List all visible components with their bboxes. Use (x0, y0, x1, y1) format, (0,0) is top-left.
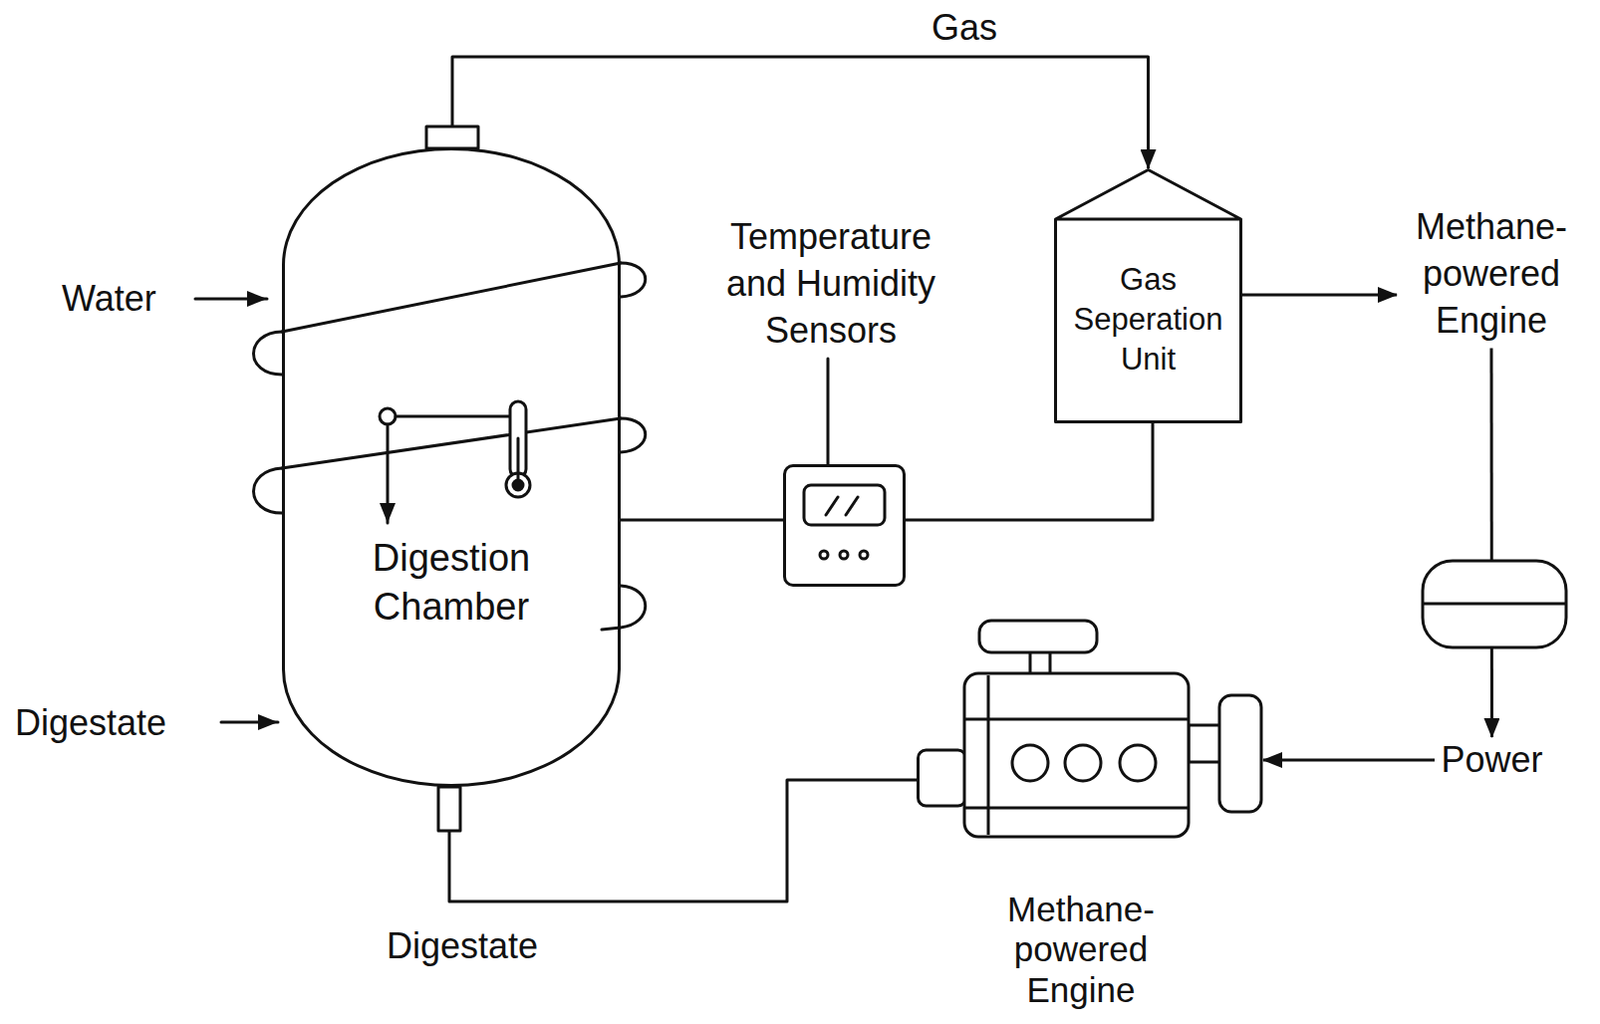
engine-intake (918, 750, 967, 806)
part-label: Digestate (14, 701, 167, 745)
pipe-line (620, 519, 784, 523)
engine-cylinder (1012, 745, 1049, 782)
engine-cylinder (1065, 745, 1101, 782)
probe-arrow (386, 424, 390, 524)
engine-cap (979, 620, 1097, 653)
edge-label: Gas (927, 5, 1002, 49)
node-label: Methane-powered Engine (981, 889, 1181, 1011)
part-label: Digestate (386, 924, 538, 968)
pipe-line (449, 780, 917, 902)
thermometer-column (517, 438, 521, 486)
separation-unit: Gas Seperation Unit (1054, 168, 1243, 424)
engine-shaft (1188, 725, 1222, 763)
engine-stem (1030, 650, 1051, 676)
digestion-tank: Digestion Chamber (281, 147, 621, 788)
node-label: Power (1434, 737, 1550, 785)
part-label: Water (61, 276, 157, 320)
flow-arrow (1490, 347, 1495, 738)
flow-arrow (452, 56, 1149, 169)
coil-loop (254, 468, 283, 514)
bottom-nozzle (438, 787, 461, 831)
node-label: Temperature and Humidity Sensors (706, 214, 956, 354)
screen-marks (825, 497, 858, 516)
digestate-arrow (221, 721, 278, 725)
power-unit-line (1422, 602, 1567, 606)
engine-cylinder (1119, 745, 1156, 782)
probe-wire (395, 415, 512, 419)
pipe-line (905, 423, 1153, 521)
coil-loop (620, 263, 646, 297)
flow-arrow (1242, 293, 1397, 297)
sensor-button (859, 550, 868, 559)
text-node: Power (1434, 737, 1550, 785)
coil-pipe (281, 418, 621, 469)
flow-arrow (1263, 759, 1435, 763)
water-arrow (195, 297, 267, 301)
sensor-face (786, 467, 903, 584)
node-label: Gas Seperation Unit (1060, 260, 1237, 381)
node-label: Digestion Chamber (331, 533, 571, 633)
sensor-button (819, 550, 828, 559)
sensor-button (839, 550, 848, 559)
engine-pulley (1219, 695, 1262, 812)
top-nozzle (426, 126, 479, 149)
coil-loop (254, 331, 283, 375)
engine-lines (964, 675, 1189, 835)
sensor-leader (826, 358, 830, 465)
coil-loop (620, 418, 646, 453)
engine-illustration: Methane-powered Engine (916, 605, 1264, 1015)
sensor-device: Temperature and Humidity Sensors (783, 464, 906, 587)
thermometer-bulb-core (513, 480, 524, 491)
text-node: Methane-powered Engine (1396, 204, 1587, 344)
engine-drawing (916, 605, 1264, 845)
power-unit-symbol (1422, 560, 1567, 648)
coil-loop (601, 585, 646, 630)
coil-pipe (281, 263, 621, 332)
sensor-screen (803, 485, 885, 526)
probe-node (379, 408, 396, 425)
engine-block (964, 673, 1189, 837)
node-label: Methane-powered Engine (1396, 204, 1587, 344)
